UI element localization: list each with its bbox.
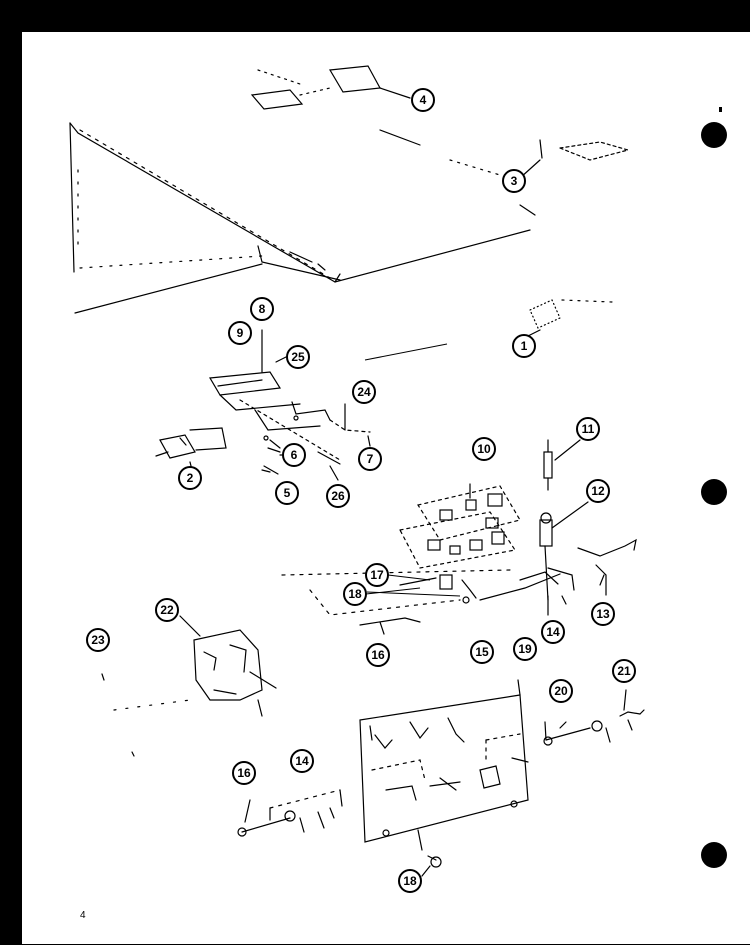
callout-25: 25: [286, 345, 310, 369]
callout-label: 23: [91, 633, 105, 647]
callout-label: 5: [284, 486, 291, 500]
callout-20: 20: [549, 679, 573, 703]
callout-12: 12: [586, 479, 610, 503]
callout-14-lower: 14: [290, 749, 314, 773]
callout-2: 2: [178, 466, 202, 490]
callout-15: 15: [470, 640, 494, 664]
callout-6: 6: [282, 443, 306, 467]
lower-wire-assembly: [237, 789, 343, 837]
callout-label: 11: [582, 422, 595, 436]
binder-hole-top: [701, 122, 727, 148]
relay-board: [399, 483, 521, 569]
callouts: 4 3 1 8 9 25 24 2 6 7 5 26 10 11 12 17 1…: [86, 88, 636, 893]
callout-label: 14: [546, 625, 560, 639]
callout-19: 19: [513, 637, 537, 661]
callout-14: 14: [541, 620, 565, 644]
paper: [22, 32, 750, 944]
motor-part: [101, 615, 277, 757]
callout-label: 7: [367, 452, 374, 466]
callout-22: 22: [155, 598, 179, 622]
callout-label: 14: [295, 754, 309, 768]
top-cover-panel: [69, 122, 536, 314]
callout-label: 6: [291, 448, 298, 462]
callout-label: 22: [160, 603, 174, 617]
callout-16: 16: [366, 643, 390, 667]
callout-18: 18: [343, 582, 367, 606]
binder-hole-middle: [701, 479, 727, 505]
control-bracket-assembly: [209, 329, 371, 461]
callout-label: 20: [554, 684, 568, 698]
callout-label: 4: [420, 93, 427, 107]
callout-label: 10: [477, 442, 491, 456]
callout-11: 11: [576, 417, 600, 441]
callout-label: 26: [331, 489, 345, 503]
callout-8: 8: [250, 297, 274, 321]
callout-9: 9: [228, 321, 252, 345]
callout-4: 4: [411, 88, 435, 112]
binder-tick: [719, 107, 722, 112]
callout-label: 18: [403, 874, 417, 888]
callout-5: 5: [275, 481, 299, 505]
callout-label: 24: [357, 385, 371, 399]
callout-label: 12: [591, 484, 605, 498]
binder-hole-bottom: [701, 842, 727, 868]
callout-label: 13: [596, 607, 610, 621]
callout-1: 1: [512, 334, 536, 358]
page-number: 4: [80, 910, 86, 921]
callout-13: 13: [591, 602, 615, 626]
thermostat-parts: [543, 689, 645, 746]
callout-3: 3: [502, 169, 526, 193]
callout-label: 18: [348, 587, 362, 601]
callout-label: 19: [518, 642, 532, 656]
terminal-assembly: [281, 538, 637, 635]
callout-label: 8: [259, 302, 266, 316]
callout-leaders: [364, 343, 461, 597]
insulation-pads: [250, 65, 411, 110]
callout-26: 26: [326, 484, 350, 508]
callout-17: 17: [365, 563, 389, 587]
callout-21: 21: [612, 659, 636, 683]
callout-label: 2: [187, 471, 194, 485]
callout-label: 16: [237, 766, 251, 780]
callout-16-lower: 16: [232, 761, 256, 785]
callout-7: 7: [358, 447, 382, 471]
callout-label: 15: [475, 645, 489, 659]
callout-label: 16: [371, 648, 385, 662]
callout-label: 21: [617, 664, 631, 678]
callout-label: 25: [291, 350, 305, 364]
fuse-assembly: [539, 439, 589, 601]
callout-24: 24: [352, 380, 376, 404]
callout-10: 10: [472, 437, 496, 461]
callout-label: 3: [511, 174, 518, 188]
callout-18-lower: 18: [398, 869, 422, 893]
callout-label: 1: [521, 339, 528, 353]
callout-label: 17: [370, 568, 384, 582]
control-panel: [359, 679, 529, 851]
lower-knob: [421, 855, 442, 877]
callout-23: 23: [86, 628, 110, 652]
callout-label: 9: [237, 326, 244, 340]
